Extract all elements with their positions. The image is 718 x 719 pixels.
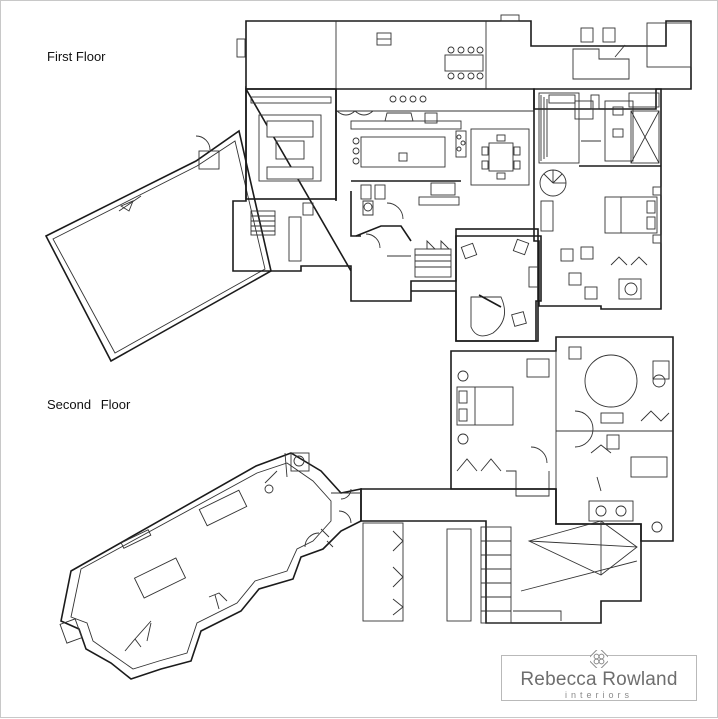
bonus-room-slanted — [60, 452, 362, 680]
first-floor-plan — [44, 14, 692, 363]
living-sofa — [266, 120, 314, 138]
second-floor-bedroom-block — [450, 336, 674, 542]
brand-logo: Rebecca Rowland interiors — [501, 650, 697, 701]
logo-name: Rebecca Rowland — [520, 669, 678, 690]
logo-subtitle: interiors — [564, 690, 633, 700]
breakfast-table — [488, 142, 514, 172]
second-floor-bed — [456, 386, 514, 426]
logo-knot-icon — [590, 650, 608, 668]
grand-piano — [470, 296, 506, 337]
kitchen-island — [360, 136, 446, 168]
round-sitting-room — [584, 354, 638, 408]
piano-room — [455, 228, 539, 342]
second-floor-plan — [59, 336, 674, 680]
first-floor-label: First Floor — [47, 49, 106, 64]
dining-table-top — [444, 54, 484, 72]
bonus-room-sofa — [133, 557, 187, 599]
second-floor-label: Second Floor — [47, 397, 131, 412]
primary-suite-wing — [533, 88, 662, 310]
sectional-sofa-top — [572, 48, 630, 80]
deck-slanted — [44, 129, 272, 363]
primary-bed — [604, 196, 658, 234]
stair-hall-block — [360, 488, 642, 624]
